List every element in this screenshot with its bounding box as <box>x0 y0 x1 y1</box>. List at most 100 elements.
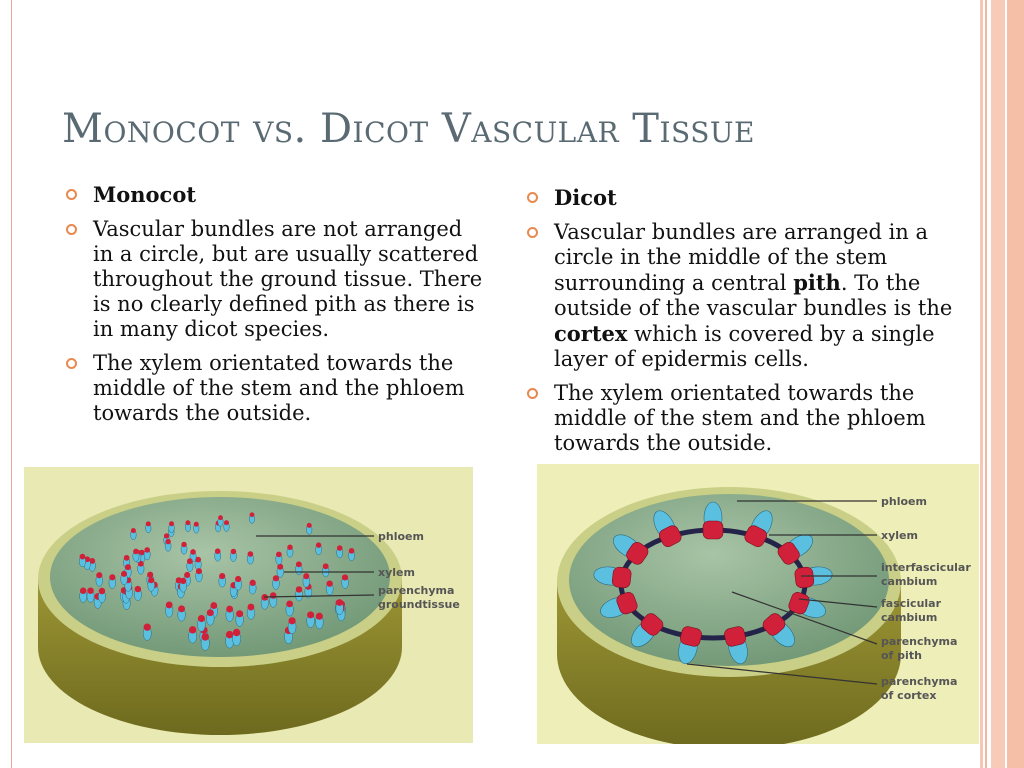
monocot-bundle <box>348 548 355 562</box>
dicot-label-cortex-2: of cortex <box>881 689 937 702</box>
monocot-bundle <box>79 553 86 568</box>
monocot-bundle <box>286 544 294 558</box>
monocot-bundle <box>142 623 152 641</box>
monocot-bullet-1: Vascular bundles are not arranged in a c… <box>66 217 486 342</box>
dicot-label-interfascicular-cambium: cambium <box>881 575 937 588</box>
monocot-label-phloem: phloem <box>378 530 424 543</box>
right-stripe-decoration <box>980 0 1024 768</box>
monocot-bundle <box>194 556 202 571</box>
dicot-label-pith-2: of pith <box>881 649 922 662</box>
monocot-bundle <box>272 575 280 590</box>
dicot-heading-item: Dicot <box>527 185 975 211</box>
monocot-bundles <box>79 512 355 651</box>
dicot-label-pith: parenchyma <box>881 635 957 648</box>
monocot-bullet-2: The xylem orientated towards the middle … <box>66 351 486 426</box>
dicot-bundle <box>762 613 795 648</box>
monocot-heading: Monocot <box>93 182 197 207</box>
bullet-icon <box>527 227 538 238</box>
monocot-bundle <box>246 603 255 620</box>
monocot-stem-diagram: phloem xylem parenchyma groundtissue <box>24 467 473 743</box>
bullet-icon <box>66 358 77 369</box>
monocot-bundle <box>165 601 174 618</box>
monocot-bundle <box>336 545 344 559</box>
dicot-heading: Dicot <box>554 185 617 210</box>
dicot-stem-diagram: phloem xylem interfascicular cambium fas… <box>537 464 979 749</box>
dicot-bundle <box>612 534 649 565</box>
monocot-bundle <box>108 574 117 589</box>
monocot-text-2: The xylem orientated towards the middle … <box>93 351 465 425</box>
dicot-bundle <box>631 613 664 648</box>
monocot-bundle <box>193 521 200 534</box>
monocot-text-1: Vascular bundles are not arranged in a c… <box>93 217 483 341</box>
dicot-bundle <box>777 534 814 565</box>
dicot-bundle <box>702 501 724 540</box>
dicot-text-2: The xylem orientated towards the middle … <box>554 381 926 455</box>
dicot-bundle <box>600 592 638 618</box>
monocot-bundle <box>217 515 224 527</box>
monocot-bundle <box>225 605 234 622</box>
monocot-bundle <box>132 548 140 562</box>
monocot-bundle <box>134 585 142 601</box>
bullet-icon <box>527 192 538 203</box>
dicot-text-1b: . To the outside of the vascular bundles… <box>554 271 953 320</box>
dicot-label-xylem: xylem <box>881 529 918 542</box>
monocot-bundle <box>341 574 349 589</box>
monocot-bundle <box>287 617 297 635</box>
monocot-bundle <box>145 521 152 534</box>
monocot-bundle <box>248 579 257 595</box>
monocot-bundle <box>306 611 315 628</box>
monocot-bundle <box>79 587 88 603</box>
monocot-bundle <box>295 586 303 602</box>
bullet-icon <box>527 388 538 399</box>
monocot-heading-item: Monocot <box>66 182 486 208</box>
monocot-bundle <box>269 592 278 608</box>
monocot-bundle <box>147 577 155 592</box>
dicot-column: Dicot Vascular bundles are arranged in a… <box>527 185 975 465</box>
dicot-bundle <box>653 510 682 548</box>
monocot-bundle <box>86 587 95 603</box>
monocot-label-groundtissue: groundtissue <box>378 598 460 611</box>
monocot-bundle <box>335 599 344 615</box>
dicot-label-fascicular-cambium: cambium <box>881 611 937 624</box>
monocot-bundle <box>184 520 191 532</box>
monocot-bundle <box>120 570 128 586</box>
monocot-bundle <box>260 594 269 610</box>
monocot-bundle <box>322 563 330 578</box>
monocot-bundle <box>295 561 303 576</box>
monocot-bundle <box>195 568 203 583</box>
monocot-bundle <box>206 609 215 626</box>
dicot-bullet-1: Vascular bundles are arranged in a circl… <box>527 220 975 372</box>
bullet-icon <box>66 189 77 200</box>
dicot-bundle <box>593 566 632 589</box>
monocot-bundle <box>177 605 186 622</box>
dicot-label-cortex: parenchyma <box>881 675 957 688</box>
monocot-bundle <box>235 610 244 627</box>
monocot-bundle <box>88 558 96 572</box>
dicot-label-interfascicular: interfascicular <box>881 561 971 574</box>
dicot-bundles <box>593 501 833 665</box>
monocot-bundle <box>200 633 210 651</box>
monocot-bundle <box>232 628 241 647</box>
dicot-bundle <box>724 626 748 665</box>
monocot-label-xylem: xylem <box>378 566 415 579</box>
bullet-icon <box>66 224 77 235</box>
dicot-bullet-2: The xylem orientated towards the middle … <box>527 381 975 456</box>
slide-title: Monocot vs. Dicot Vascular Tissue <box>62 106 755 152</box>
pith-term: pith <box>793 270 841 295</box>
monocot-bundle <box>246 551 254 565</box>
monocot-bundle <box>230 548 237 562</box>
cortex-term: cortex <box>554 321 628 346</box>
monocot-bundle <box>285 600 294 617</box>
monocot-bundle <box>325 580 334 596</box>
monocot-bundle <box>143 547 151 561</box>
monocot-bundle <box>275 551 283 565</box>
left-border-decoration <box>0 0 12 768</box>
dicot-text-1a: Vascular bundles are arranged in a circl… <box>554 220 929 295</box>
dicot-text-1c: which is covered by a single layer of ep… <box>554 322 935 371</box>
monocot-bundle <box>234 575 242 591</box>
monocot-bundle <box>95 572 103 587</box>
monocot-bundle <box>180 541 188 555</box>
monocot-bundle <box>315 612 324 630</box>
monocot-bundle <box>223 520 230 532</box>
monocot-bundle <box>276 563 284 578</box>
